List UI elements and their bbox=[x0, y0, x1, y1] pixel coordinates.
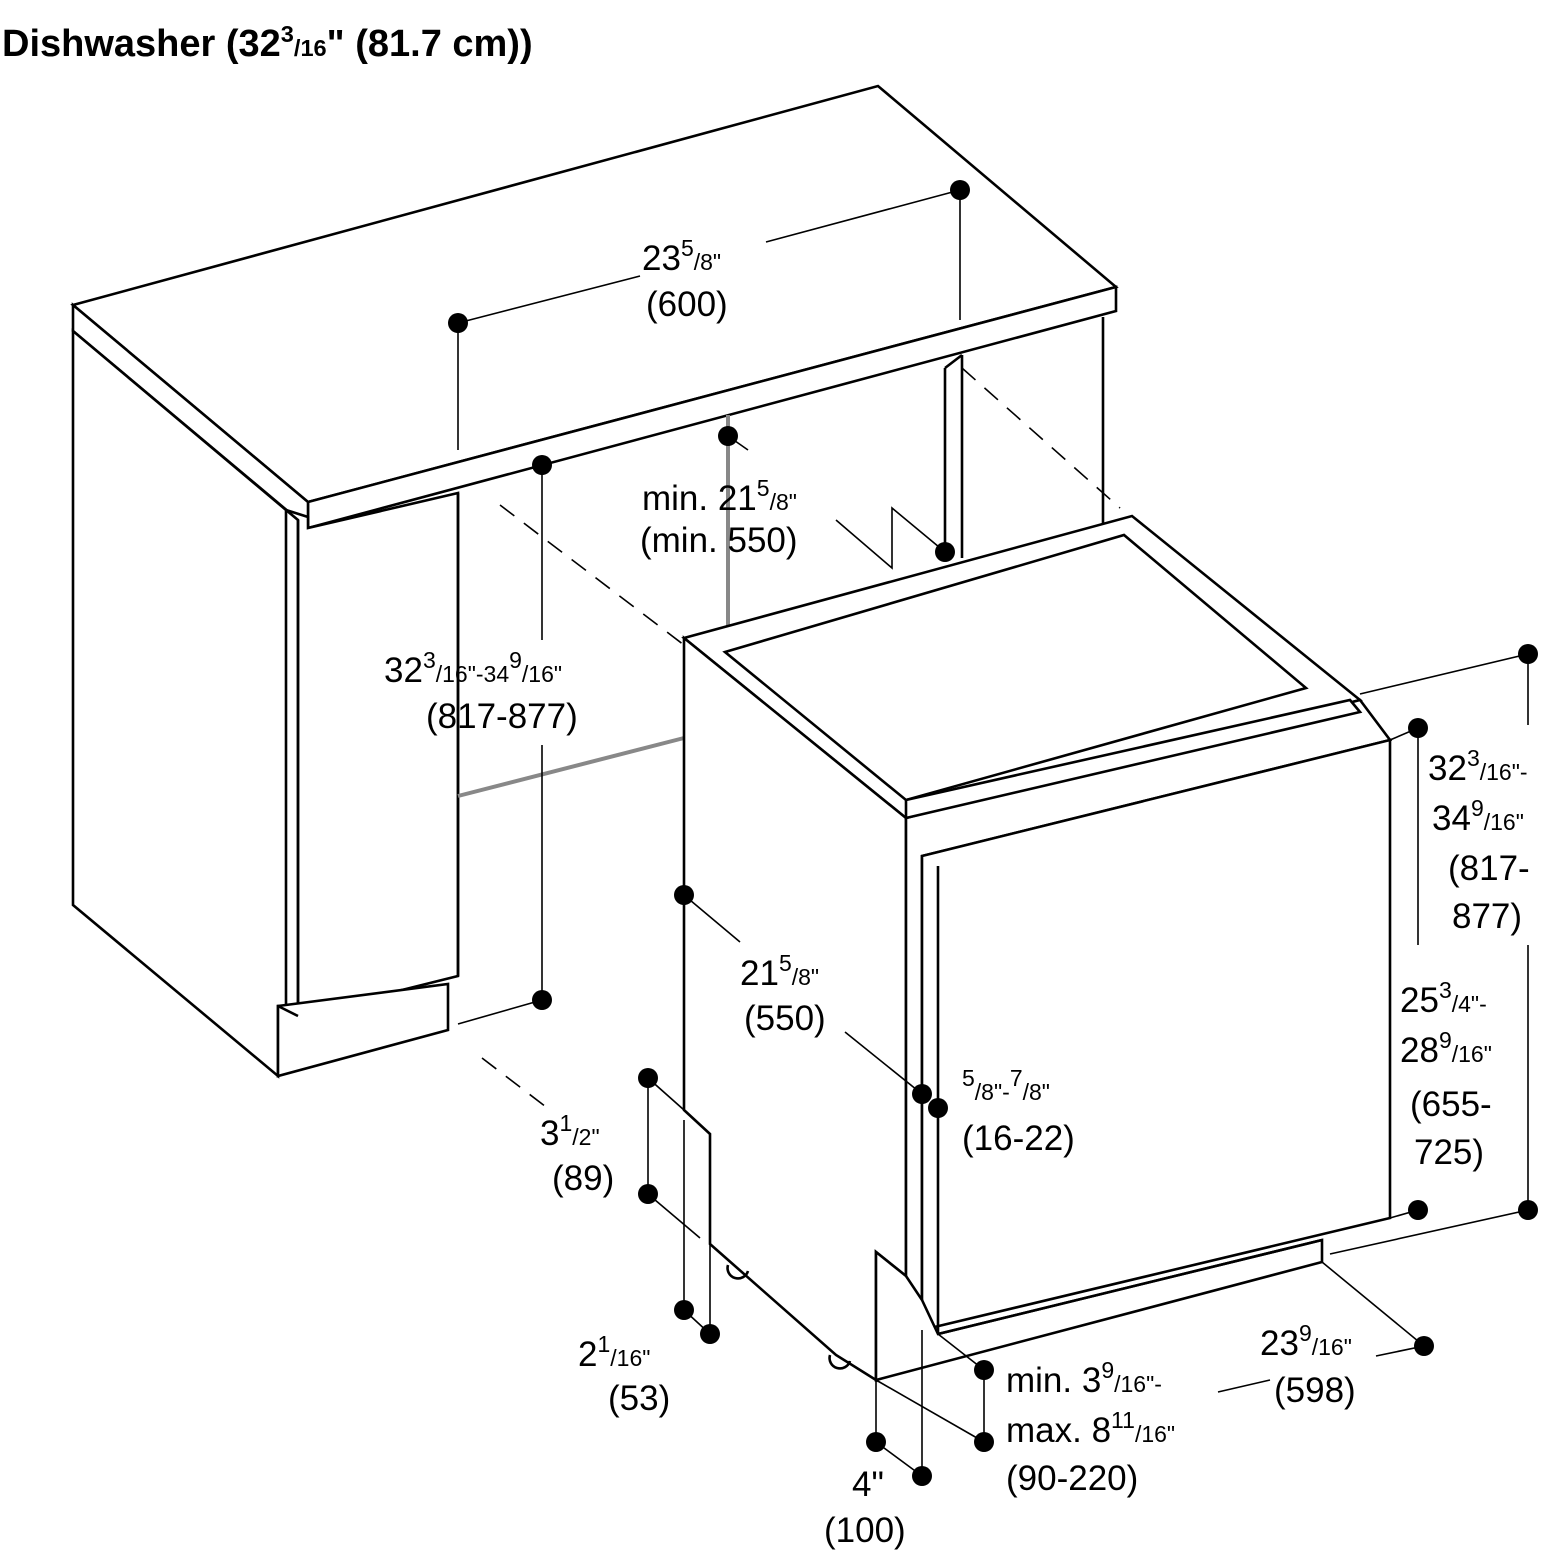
door-thickness-label: 5/8"-7/8" bbox=[962, 1065, 1050, 1105]
dim-dot bbox=[532, 455, 552, 475]
toe-kick-height-label: 4" bbox=[852, 1465, 884, 1504]
title-sup: 3 bbox=[280, 21, 294, 47]
toe-kick-depth-label-line2: max. 811/16" bbox=[1006, 1407, 1175, 1450]
dim-dot bbox=[1408, 718, 1428, 738]
unit-height-label-line1: 323/16"- bbox=[1428, 745, 1528, 788]
dim-dot bbox=[1408, 1200, 1428, 1220]
floor-dashed-line bbox=[481, 1057, 551, 1111]
door-height-label-line1: 253/4"- bbox=[1400, 977, 1487, 1020]
dishwasher-top-inset bbox=[722, 533, 1309, 802]
unit-height-metric-line2: 877) bbox=[1452, 897, 1522, 936]
dishwasher-front-foot bbox=[828, 1354, 852, 1370]
dim-dot bbox=[448, 313, 468, 333]
countertop-width-label: 235/8" bbox=[642, 235, 721, 278]
dim-dot bbox=[700, 1324, 720, 1344]
floor-grey-line bbox=[457, 736, 685, 798]
door-height-label-line2: 289/16" bbox=[1400, 1027, 1492, 1070]
plinth-height-label: 31/2" bbox=[540, 1110, 600, 1153]
dishwasher-toe-kick-front bbox=[937, 1238, 1323, 1336]
dim-dot bbox=[974, 1360, 994, 1380]
right-cabinet-top bbox=[944, 353, 963, 370]
foot-offset-label: 21/16" bbox=[578, 1331, 650, 1374]
dim-dot bbox=[674, 885, 694, 905]
unit-depth-metric: (550) bbox=[744, 999, 826, 1038]
dim-dot bbox=[912, 1084, 932, 1104]
door-height-metric-line1: (655- bbox=[1410, 1085, 1492, 1124]
niche-dashed-left bbox=[499, 504, 685, 646]
dim-dot bbox=[974, 1432, 994, 1452]
niche-depth-label: min. 215/8" bbox=[642, 475, 797, 518]
niche-height-label: 323/16"-349/16" bbox=[384, 647, 562, 690]
cabinet-plinth bbox=[276, 982, 450, 1078]
toe-kick-height-metric: (100) bbox=[824, 1511, 906, 1550]
unit-width-label: 239/16" bbox=[1260, 1320, 1352, 1363]
dim-dot bbox=[928, 1098, 948, 1118]
title-tail: " (81.7 cm)) bbox=[326, 23, 533, 66]
unit-height-label-line2: 349/16" bbox=[1432, 795, 1524, 838]
unit-depth-label: 215/8" bbox=[740, 950, 819, 993]
toe-kick-depth-metric: (90-220) bbox=[1006, 1459, 1138, 1498]
toe-kick-depth-label-line1: min. 39/16"- bbox=[1006, 1357, 1162, 1400]
dim-dot bbox=[1414, 1336, 1434, 1356]
dimension-dots bbox=[448, 180, 1538, 1486]
plinth-height-metric: (89) bbox=[552, 1159, 614, 1198]
dimension-labels: 235/8" (600) min. 215/8" (min. 550) 323/… bbox=[384, 235, 1530, 1550]
dim-dot bbox=[718, 426, 738, 446]
niche-dashed-right bbox=[961, 367, 1121, 509]
unit-width-metric: (598) bbox=[1274, 1371, 1356, 1410]
dim-dot bbox=[1518, 1200, 1538, 1220]
cabinet-plinth-top bbox=[277, 1004, 299, 1018]
title-main: Dishwasher (32 bbox=[2, 23, 281, 66]
niche-depth-metric: (min. 550) bbox=[640, 521, 798, 560]
cabinet-front-panel bbox=[285, 491, 460, 1018]
cabinet bbox=[70, 84, 1121, 1111]
dim-dot bbox=[674, 1300, 694, 1320]
title-sub: /16 bbox=[293, 35, 327, 62]
door-height-metric-line2: 725) bbox=[1414, 1133, 1484, 1172]
dim-dot bbox=[638, 1068, 658, 1088]
foot-offset-metric: (53) bbox=[608, 1379, 670, 1418]
dim-dot bbox=[1518, 644, 1538, 664]
door-thickness-metric: (16-22) bbox=[962, 1119, 1075, 1158]
countertop-width-metric: (600) bbox=[646, 285, 728, 324]
niche-height-metric: (817-877) bbox=[426, 697, 578, 736]
dishwasher-rear-foot bbox=[726, 1264, 750, 1280]
dishwasher bbox=[681, 514, 1393, 1383]
dim-dot bbox=[950, 180, 970, 200]
dim-dot bbox=[912, 1466, 932, 1486]
dim-dot bbox=[638, 1184, 658, 1204]
dim-dot bbox=[866, 1432, 886, 1452]
dim-dot bbox=[532, 990, 552, 1010]
page-title: Dishwasher (323/16" (81.7 cm)) bbox=[2, 8, 533, 74]
dim-dot bbox=[935, 542, 955, 562]
unit-height-metric-line1: (817- bbox=[1448, 849, 1530, 888]
dishwasher-top-lip bbox=[904, 698, 1363, 820]
